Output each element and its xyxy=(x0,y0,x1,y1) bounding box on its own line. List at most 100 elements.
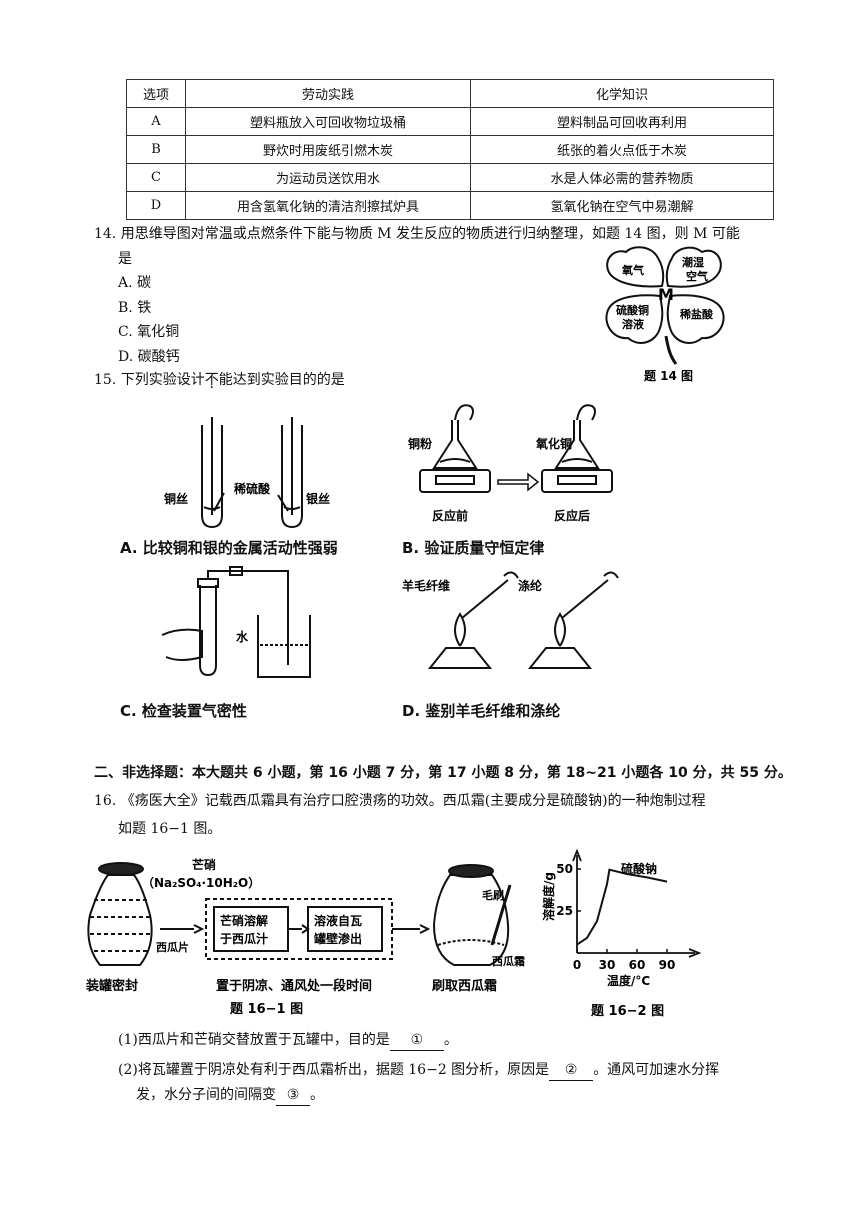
q15-figure-c: 水 xyxy=(161,566,311,678)
q14-stem-line2: 是 xyxy=(118,251,132,267)
label-wool-fiber: 羊毛纤维 xyxy=(402,578,450,593)
alcohol-lamp-left xyxy=(427,647,493,669)
arrow-2-head xyxy=(301,924,310,934)
arrow-1-head xyxy=(193,924,205,934)
test-tube-right xyxy=(281,425,303,529)
box2-line1: 溶液自瓦 xyxy=(314,913,362,928)
box1-line2: 于西瓜汁 xyxy=(220,931,268,946)
answer-blank-3[interactable]: ③ xyxy=(276,1085,310,1106)
table-row: D 用含氢氧化钠的清洁剂擦拭炉具 氢氧化钠在空气中易潮解 xyxy=(126,191,774,220)
q16-sub2-pre: (2)将瓦罐置于阴凉处有利于西瓜霜析出，据题 16−2 图分析，原因是 xyxy=(118,1062,550,1078)
table-row: A 塑料瓶放入可回收物垃圾桶 塑料制品可回收再利用 xyxy=(126,107,774,136)
jar-open-rim xyxy=(448,864,494,878)
center-m-label: M xyxy=(658,285,674,304)
q16-sub2-line2-post: 。 xyxy=(310,1087,324,1103)
beaker xyxy=(257,615,311,678)
table-header-row: 选项 劳动实践 化学知识 xyxy=(126,79,774,108)
q14-figure-caption: 题 14 图 xyxy=(644,369,693,383)
q15-figure-a: 铜丝 稀硫酸 银丝 xyxy=(164,417,330,529)
table-cell: 氢氧化钠在空气中易潮解 xyxy=(470,191,774,220)
jar-sealed xyxy=(87,874,153,966)
q15-caption-b: B. 验证质量守恒定律 xyxy=(402,539,545,557)
test-tube-c xyxy=(199,585,217,677)
q15-figure-d: 羊毛纤维 涤纶 xyxy=(402,571,619,669)
powder-left xyxy=(439,458,471,463)
test-tube-left xyxy=(201,425,223,529)
series-label-sodium-sulfate: 硫酸钠 xyxy=(621,861,657,876)
x-tick-label: 30 xyxy=(599,958,616,972)
leaf-label-oxygen: 氧气 xyxy=(621,263,644,277)
flask-right xyxy=(554,420,600,469)
answer-blank-2[interactable]: ② xyxy=(549,1060,594,1081)
arrow-icon xyxy=(497,472,540,492)
q15-caption-c: C. 检查装置气密性 xyxy=(120,702,247,720)
y-axis-arrow xyxy=(572,848,582,862)
label-dilute-sulfuric: 稀硫酸 xyxy=(234,481,271,496)
label-silver-wire: 银丝 xyxy=(306,491,330,506)
q15-figure-b: 铜粉 氧化铜 反应前 反应后 xyxy=(408,404,613,523)
q15-stem: 15. 下列实验设计不能达到实验目的的是 xyxy=(94,370,345,390)
table-header-cell: 劳动实践 xyxy=(185,79,471,108)
acid-level-left xyxy=(203,506,221,510)
balloon-tube-left xyxy=(454,404,474,421)
x-axis-arrow xyxy=(688,948,702,958)
clover-stem xyxy=(664,335,678,365)
table-cell: 纸张的着火点低于木炭 xyxy=(470,135,774,164)
table-cell: A xyxy=(126,107,186,136)
leaf-label-moist-2: 空气 xyxy=(686,269,708,283)
table-header-cell: 化学知识 xyxy=(470,79,774,108)
balloon-tube-right xyxy=(576,404,596,421)
balance-left xyxy=(419,469,491,493)
tongs-right xyxy=(561,579,609,619)
delivery-tube xyxy=(207,570,289,665)
powder-right xyxy=(561,458,593,463)
flask-left xyxy=(432,420,478,469)
y-tick-label: 25 xyxy=(556,904,573,918)
leaf-bottom-left xyxy=(605,294,664,344)
table-cell: 塑料制品可回收再利用 xyxy=(470,107,774,136)
x-tick-label: 90 xyxy=(659,958,676,972)
q15-stem-pre: 15. 下列实验设计 xyxy=(94,372,205,388)
process-dashed-box xyxy=(205,898,393,960)
q16-stem-line1: 16. 《疡医大全》记载西瓜霜具有治疗口腔溃疡的功效。西瓜霜(主要成分是硫酸钠)… xyxy=(94,793,706,809)
table-cell: 为运动员送饮用水 xyxy=(185,163,471,192)
q16-process-figure: 芒硝 （Na₂SO₄·10H₂O） 西瓜片 芒硝溶解 于西瓜汁 溶液自瓦 罐壁渗… xyxy=(85,857,525,1017)
label-maoshua: 毛刷 xyxy=(482,888,504,902)
step-label-place: 置于阴凉、通风处一段时间 xyxy=(216,978,372,994)
label-copper-wire: 铜丝 xyxy=(164,491,188,506)
label-copper-oxide: 氧化铜 xyxy=(535,436,572,451)
flame-right xyxy=(554,612,566,647)
table-cell: 水是人体必需的营养物质 xyxy=(470,163,774,192)
box2-line2: 罐壁渗出 xyxy=(313,931,362,946)
leaf-top-right xyxy=(665,246,722,288)
flame-left xyxy=(454,612,466,647)
q14-clover-figure: 氧气 潮湿 空气 硫酸铜 溶液 稀盐酸 M 题 14 图 xyxy=(605,246,725,383)
table-cell: 用含氢氧化钠的清洁剂擦拭炉具 xyxy=(185,191,471,220)
q15-caption-a: A. 比较铜和银的金属活动性强弱 xyxy=(120,539,338,557)
step-label-brush: 刷取西瓜霜 xyxy=(432,979,497,994)
brush xyxy=(490,884,512,946)
label-xiguashuang: 西瓜霜 xyxy=(492,955,525,968)
leader-line-acid xyxy=(213,492,225,512)
label-xiguapian: 西瓜片 xyxy=(156,940,189,954)
q16-sub2-post: 。通风可加速水分挥 xyxy=(593,1062,720,1078)
q15-caption-d: D. 鉴别羊毛纤维和涤纶 xyxy=(402,702,561,720)
step-label-seal: 装罐密封 xyxy=(85,978,138,994)
leaf-bottom-right xyxy=(666,294,725,344)
box1-line1: 芒硝溶解 xyxy=(220,913,268,928)
table-cell: 野炊时用废纸引燃木炭 xyxy=(185,135,471,164)
balance-right xyxy=(541,469,613,493)
jar-lid xyxy=(98,862,144,876)
q15-stem-post: 能达到实验目的的是 xyxy=(218,372,345,388)
balance-right-display xyxy=(557,475,597,485)
label-polyester: 涤纶 xyxy=(518,578,542,593)
leaf-top-left xyxy=(606,246,665,288)
tube-connector xyxy=(229,566,243,576)
answer-blank-1[interactable]: ① xyxy=(389,1030,444,1051)
q16-figure1-caption: 题 16−1 图 xyxy=(230,1002,303,1017)
q14-option-c: C. 氧化铜 xyxy=(118,324,180,340)
q14-option-a: A. 碳 xyxy=(118,275,152,291)
q16-sub1-post: 。 xyxy=(443,1032,458,1048)
